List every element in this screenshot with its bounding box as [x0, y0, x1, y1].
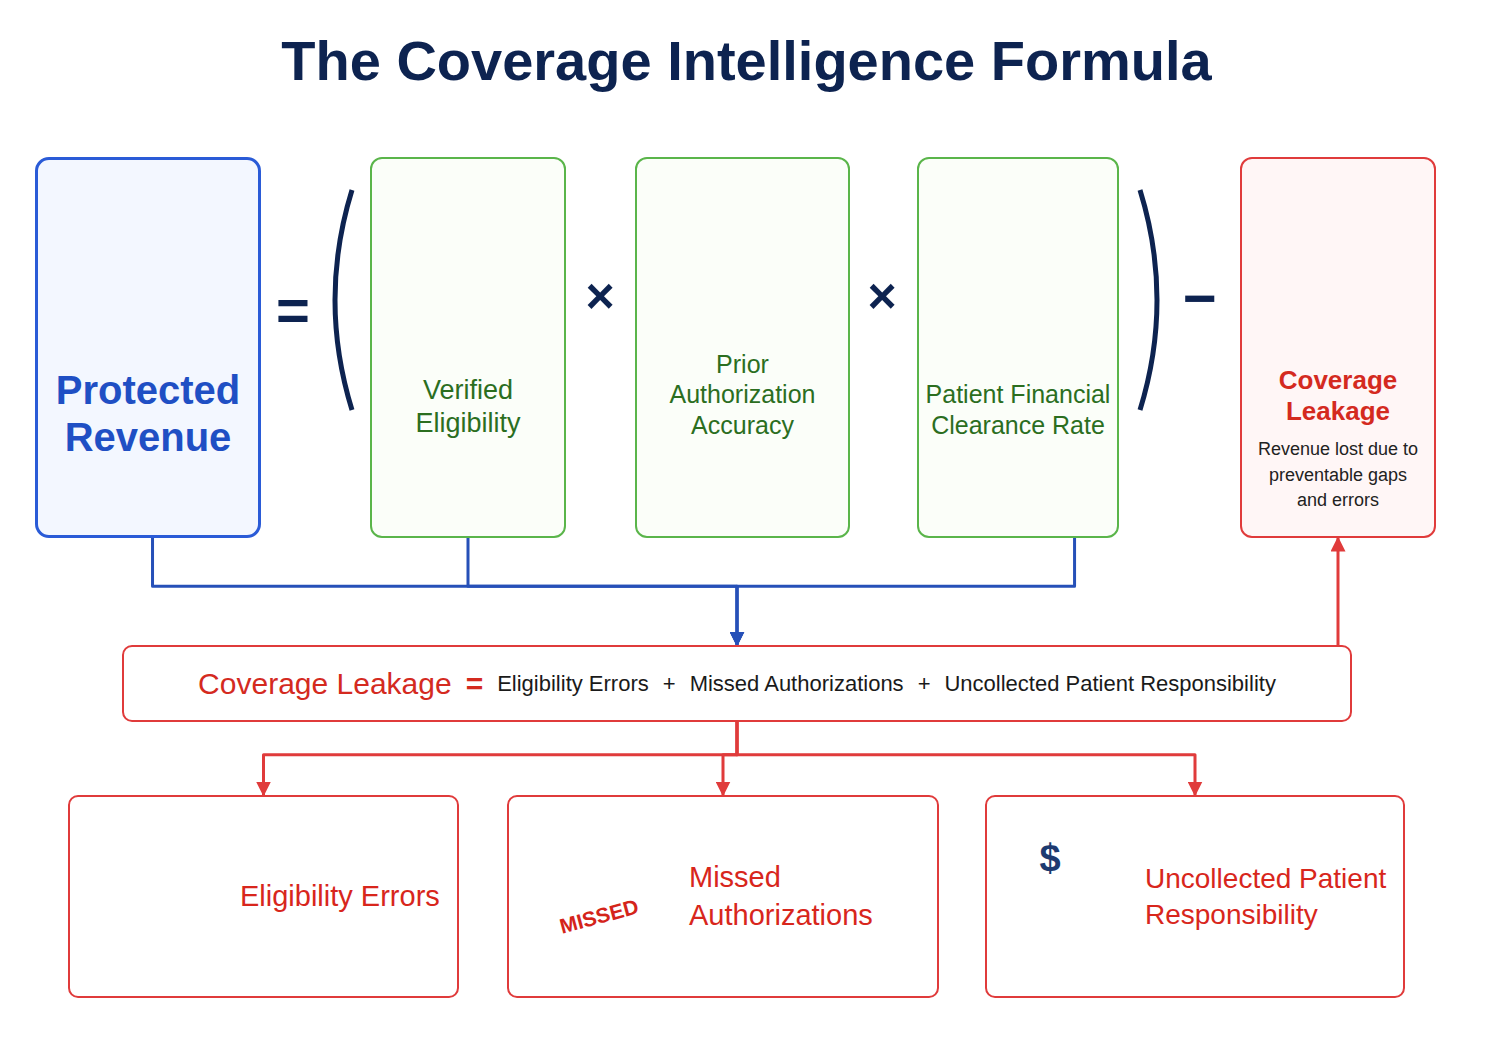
- connector: [737, 538, 1075, 645]
- leak-cause-box: Eligibility Errors: [68, 795, 459, 998]
- node-text: Eligibility Errors: [497, 673, 649, 695]
- node-text: +: [663, 673, 676, 695]
- connector: [468, 538, 737, 645]
- node-title: Prior Authorization Accuracy: [643, 349, 842, 441]
- node-text: Missed Authorizations: [690, 673, 904, 695]
- result-box: Protected Revenue: [35, 157, 261, 538]
- equals-sign: =: [276, 281, 310, 339]
- node-title: Protected Revenue: [46, 367, 250, 461]
- node-text: +: [918, 673, 931, 695]
- node-title: Patient Financial Clearance Rate: [925, 379, 1111, 440]
- leak-cause-box: Uncollected Patient Responsibility: [985, 795, 1405, 998]
- close-bracket: [1140, 190, 1157, 410]
- node-title: Coverage Leakage: [1254, 365, 1422, 427]
- minus-sign: −: [1183, 269, 1217, 327]
- leak-cause-box: Missed Authorizations: [507, 795, 939, 998]
- open-bracket: [335, 190, 352, 410]
- connector: [153, 538, 737, 645]
- factor-box: Verified Eligibility: [370, 157, 566, 538]
- leakage-formula-band: Coverage Leakage = Eligibility Errors + Miss…: [122, 645, 1352, 722]
- node-title: Coverage Leakage: [198, 669, 452, 699]
- dollar-sign: $: [1039, 839, 1060, 877]
- connector: [723, 722, 737, 795]
- node-text: Revenue lost due to preventable gaps and…: [1254, 437, 1422, 513]
- connector: [737, 722, 1195, 795]
- connector: [264, 722, 738, 795]
- multiply-sign: ×: [585, 271, 614, 321]
- node-title: Verified Eligibility: [380, 374, 556, 440]
- factor-box: Patient Financial Clearance Rate: [917, 157, 1119, 538]
- node-text: =: [466, 669, 484, 699]
- node-title: Uncollected Patient Responsibility: [1145, 861, 1391, 933]
- node-title: Eligibility Errors: [240, 878, 445, 915]
- leakage-box: Coverage LeakageRevenue lost due to prev…: [1240, 157, 1436, 538]
- node-title: Missed Authorizations: [689, 859, 925, 933]
- node-text: Uncollected Patient Responsibility: [944, 673, 1275, 695]
- diagram-title: The Coverage Intelligence Formula: [0, 28, 1493, 93]
- connector: [1337, 538, 1340, 645]
- multiply-sign: ×: [867, 271, 896, 321]
- factor-box: Prior Authorization Accuracy: [635, 157, 850, 538]
